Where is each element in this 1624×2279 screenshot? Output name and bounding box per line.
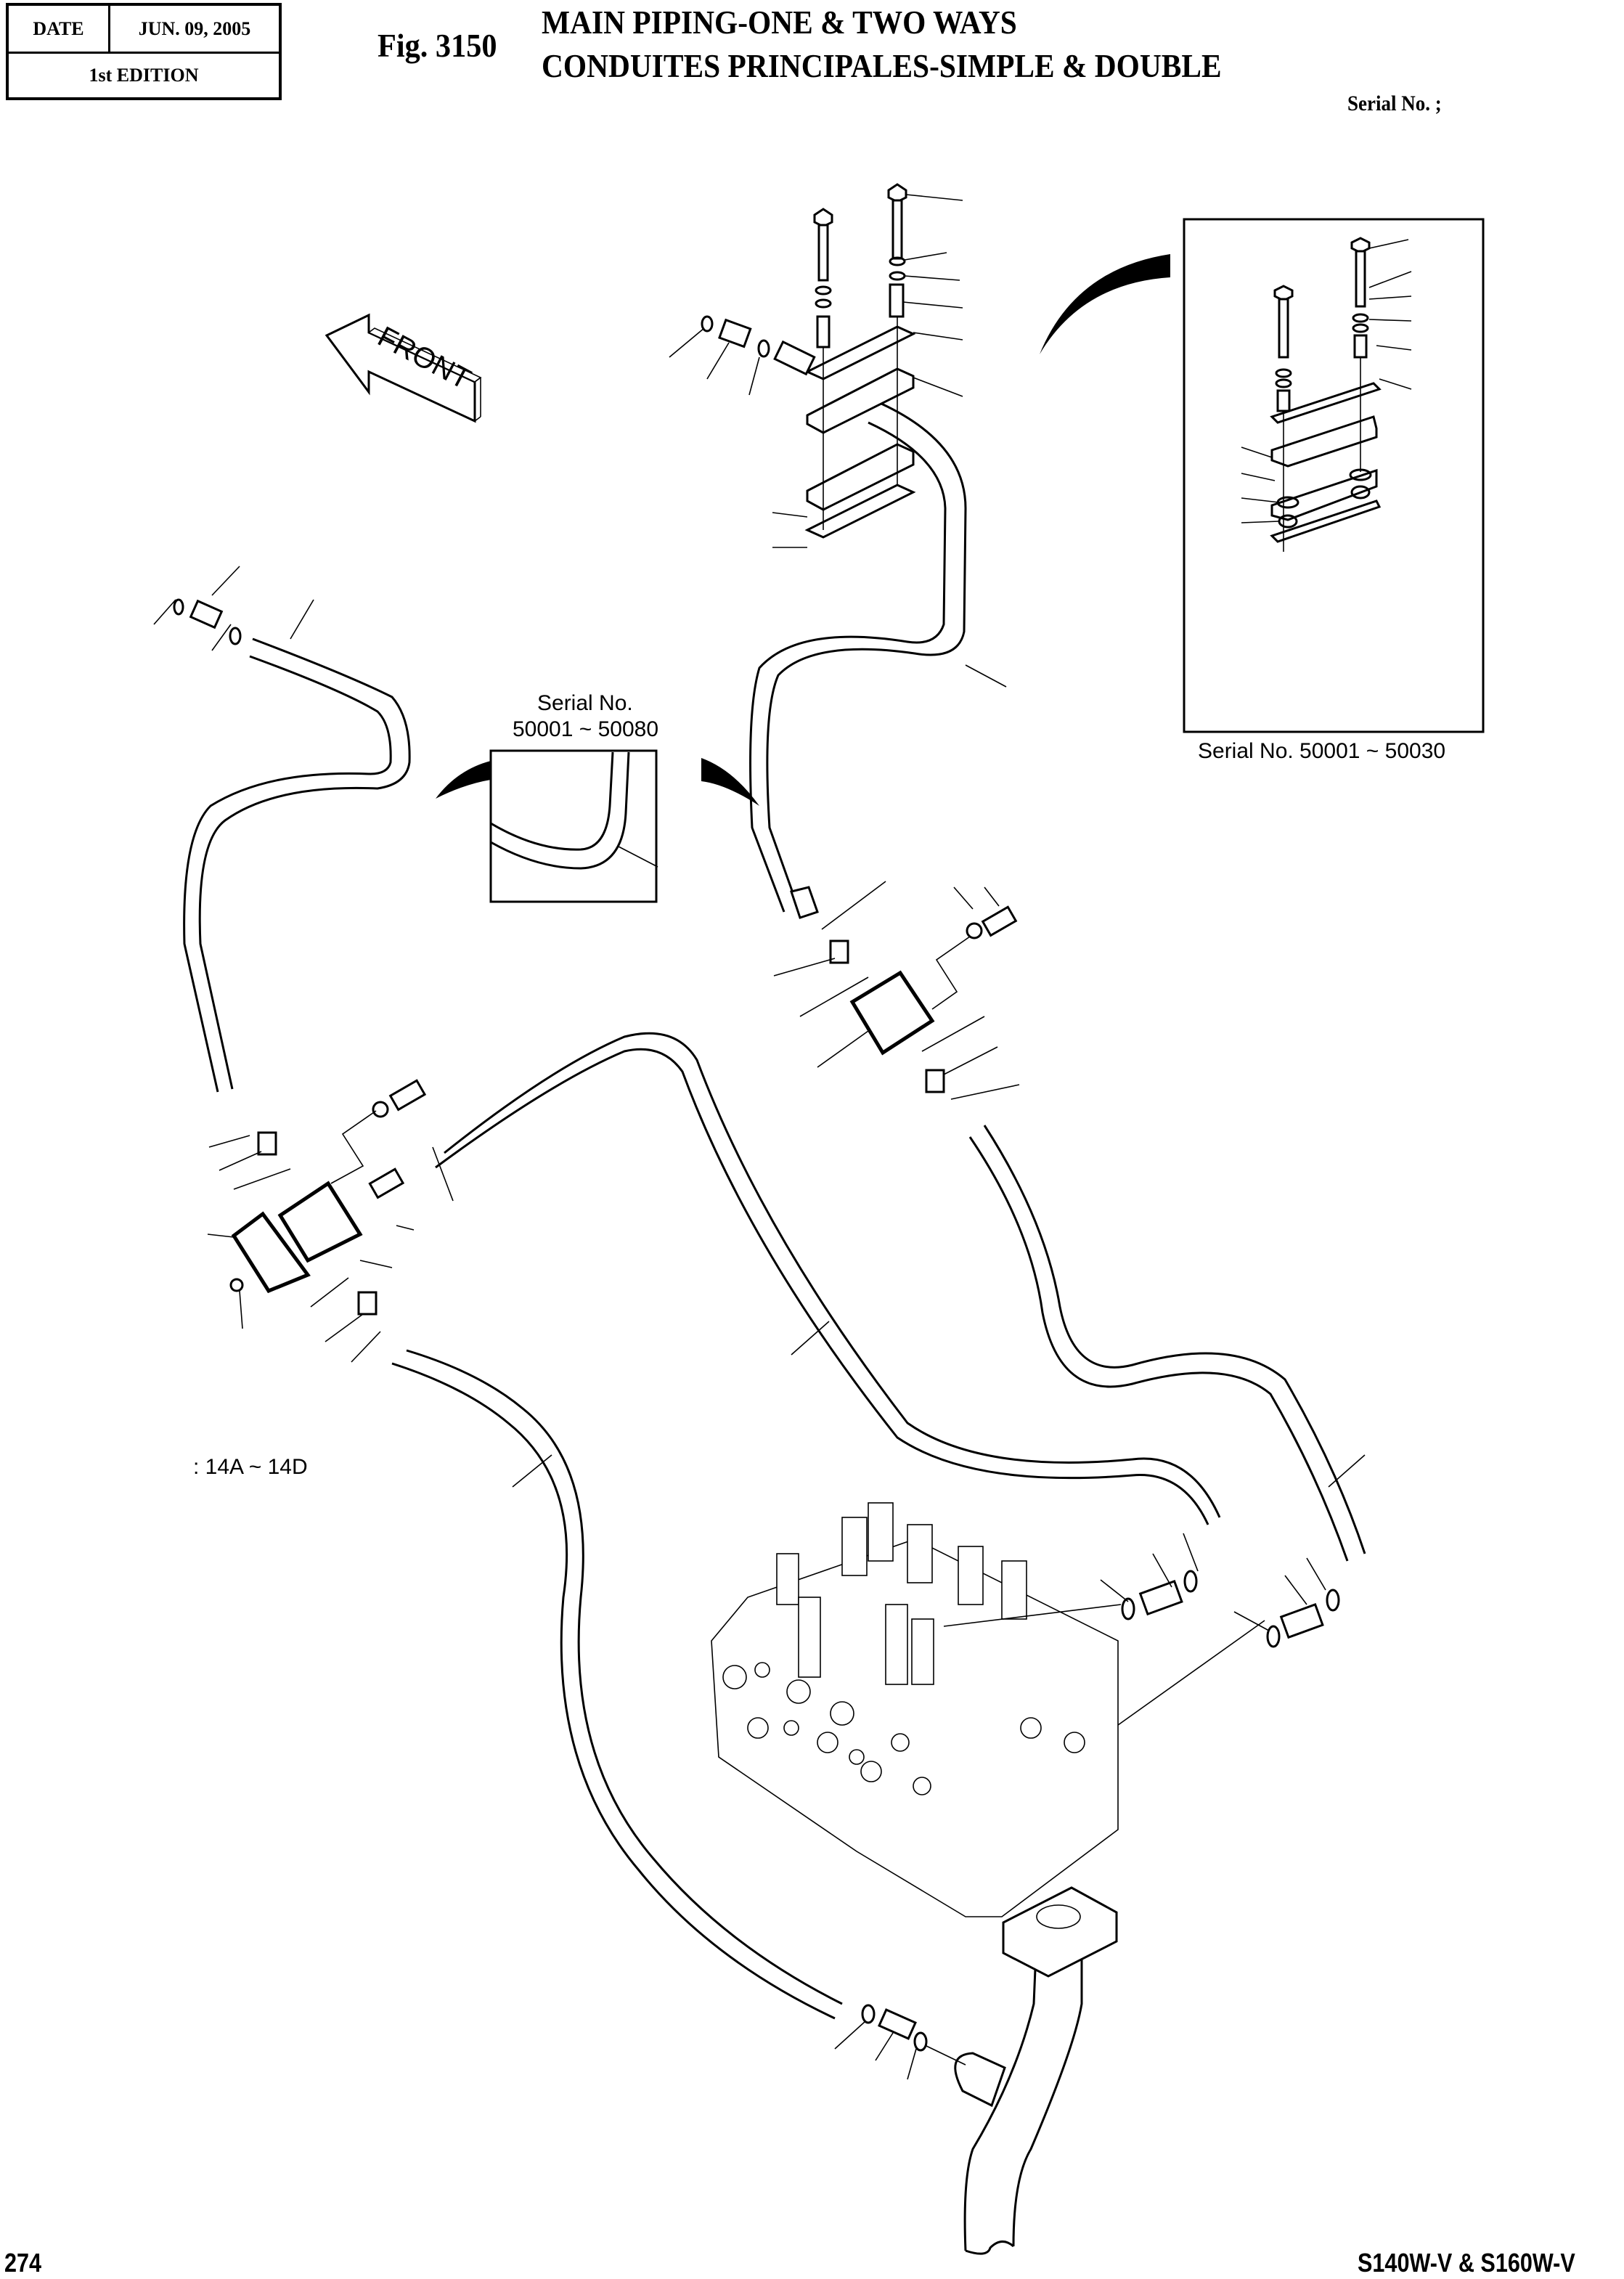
washer-icon: [372, 1101, 389, 1118]
callout-arc-icon: [436, 761, 491, 799]
serial-number-header: Serial No. ;: [1347, 91, 1442, 115]
o-ring-icon: [861, 2004, 876, 2024]
connector-icon: [925, 1069, 945, 1093]
connector-icon: [1138, 1580, 1183, 1616]
o-ring-icon: [701, 315, 714, 333]
clamp-assembly-top: [669, 183, 963, 548]
o-ring-icon: [1121, 1597, 1135, 1620]
connector-icon: [189, 599, 224, 629]
washer-icon: [966, 922, 983, 939]
model-name: S140W-V & S160W-V: [1358, 2248, 1575, 2278]
flange-pipe-icon: [834, 1886, 1118, 2255]
o-ring-icon: [173, 598, 184, 616]
date-row: DATE JUN. 09, 2005: [9, 6, 279, 54]
bracket-icon: [231, 1211, 311, 1294]
figure-number: Fig. 3150: [378, 27, 497, 64]
o-ring-icon: [1266, 1625, 1281, 1648]
control-valve-icon: [711, 1502, 1340, 1917]
pipe-icon: [391, 1349, 843, 2020]
detail-clamp-serial-label: Serial No. 50001 ~ 50030: [1198, 739, 1446, 763]
callout-arc-icon: [1040, 254, 1170, 354]
page-title-french: CONDUITES PRINCIPALES-SIMPLE & DOUBLE: [542, 47, 1222, 84]
detail-box-hose: [489, 749, 658, 903]
detail-hose-serial-range: 50001 ~ 50080: [513, 717, 659, 741]
bolt-icon: [887, 183, 907, 318]
connector-icon: [718, 318, 752, 348]
pipe-icon: [435, 1032, 1221, 1525]
bolt-icon: [1350, 237, 1371, 359]
bolt-icon: [388, 1079, 427, 1112]
hose-icon: [153, 566, 411, 1093]
o-ring-icon: [1326, 1589, 1340, 1612]
bolt-icon: [813, 208, 833, 348]
connector-icon: [357, 1291, 378, 1316]
date-label: DATE: [9, 6, 110, 52]
bracket-icon: [849, 970, 935, 1056]
bracket-assembly-right: [773, 881, 1020, 1100]
bracket-assembly-left: [207, 1079, 454, 1363]
hose-icon: [749, 402, 1007, 919]
edition-label: 1st EDITION: [89, 65, 199, 86]
date-value: JUN. 09, 2005: [138, 17, 251, 39]
o-ring-icon: [1183, 1570, 1198, 1593]
bracket-icon: [277, 1181, 363, 1263]
variant-range-note: : 14A ~ 14D: [193, 1455, 308, 1479]
page-number: 274: [4, 2248, 42, 2278]
connector-icon: [257, 1131, 277, 1156]
bolt-icon: [1273, 285, 1294, 412]
detail-hose-serial-label: Serial No.: [537, 691, 633, 715]
connector-icon: [878, 2008, 917, 2040]
o-ring-icon: [229, 627, 242, 645]
connector-icon: [368, 1167, 405, 1199]
page-title-english: MAIN PIPING-ONE & TWO WAYS: [542, 4, 1017, 41]
detail-box-clamp: [1183, 218, 1485, 733]
pipe-icon: [968, 1125, 1366, 1562]
bolt-icon: [981, 905, 1018, 937]
front-arrow-icon: FRONT: [325, 313, 482, 423]
o-ring-icon: [757, 339, 770, 358]
callout-arc-icon: [701, 758, 759, 806]
connector-icon: [1279, 1603, 1324, 1639]
o-ring-icon: [913, 2031, 928, 2052]
washer-icon: [229, 1278, 244, 1292]
date-edition-box: DATE JUN. 09, 2005 1st EDITION: [6, 3, 282, 100]
